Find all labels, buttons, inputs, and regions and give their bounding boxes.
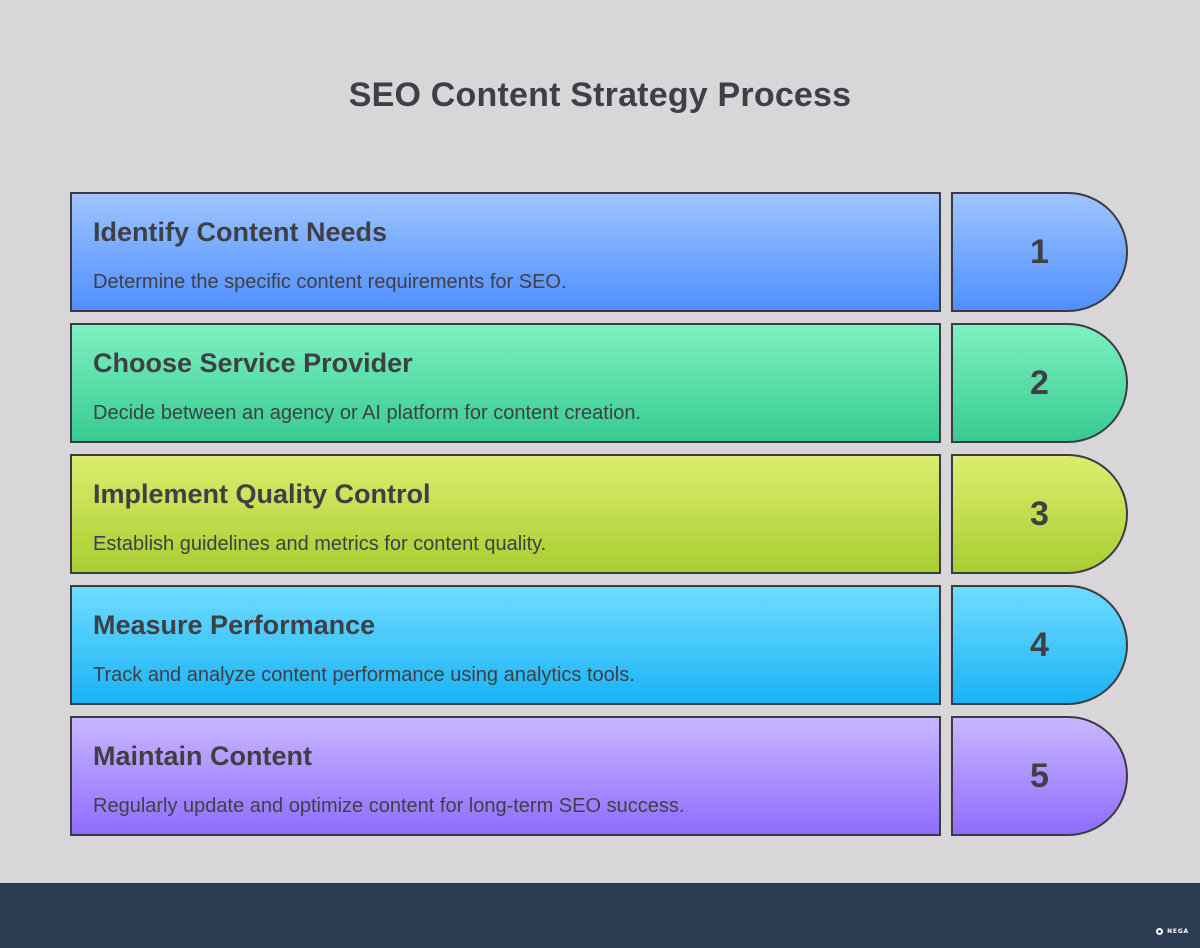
brand-name: NEGA <box>1167 928 1189 935</box>
step-number-badge: 1 <box>951 192 1128 312</box>
step-number-badge: 2 <box>951 323 1128 443</box>
step-description: Track and analyze content performance us… <box>93 664 635 686</box>
step-2: Choose Service Provider Decide between a… <box>70 323 1130 448</box>
step-number: 2 <box>1030 363 1049 402</box>
brand-icon <box>1156 928 1164 935</box>
step-4: Measure Performance Track and analyze co… <box>70 585 1130 710</box>
step-card: Implement Quality Control Establish guid… <box>70 454 941 574</box>
step-number-badge: 3 <box>951 454 1128 574</box>
step-title: Measure Performance <box>93 610 376 640</box>
step-number: 4 <box>1030 625 1049 664</box>
step-3: Implement Quality Control Establish guid… <box>70 454 1130 579</box>
step-1: Identify Content Needs Determine the spe… <box>70 192 1130 317</box>
step-card: Identify Content Needs Determine the spe… <box>70 192 941 312</box>
diagram-title: SEO Content Strategy Process <box>348 76 852 114</box>
step-title: Identify Content Needs <box>93 217 388 247</box>
step-description: Determine the specific content requireme… <box>93 271 567 293</box>
step-card: Measure Performance Track and analyze co… <box>70 585 941 705</box>
step-description: Establish guidelines and metrics for con… <box>93 533 547 555</box>
step-title: Choose Service Provider <box>93 348 413 378</box>
step-card: Choose Service Provider Decide between a… <box>70 323 941 443</box>
step-card: Maintain Content Regularly update and op… <box>70 716 941 836</box>
step-number: 3 <box>1030 494 1049 533</box>
step-5: Maintain Content Regularly update and op… <box>70 716 1130 841</box>
step-title: Implement Quality Control <box>93 479 431 509</box>
step-description: Decide between an agency or AI platform … <box>93 402 642 424</box>
step-number-badge: 5 <box>951 716 1128 836</box>
brand-logo: NEGA <box>1156 928 1189 935</box>
step-title: Maintain Content <box>93 741 312 771</box>
step-number: 1 <box>1030 232 1049 271</box>
step-number-badge: 4 <box>951 585 1128 705</box>
steps-list: Identify Content Needs Determine the spe… <box>70 192 1130 847</box>
footer-bar: NEGA <box>0 883 1200 948</box>
step-number: 5 <box>1030 756 1049 795</box>
step-description: Regularly update and optimize content fo… <box>93 795 685 817</box>
